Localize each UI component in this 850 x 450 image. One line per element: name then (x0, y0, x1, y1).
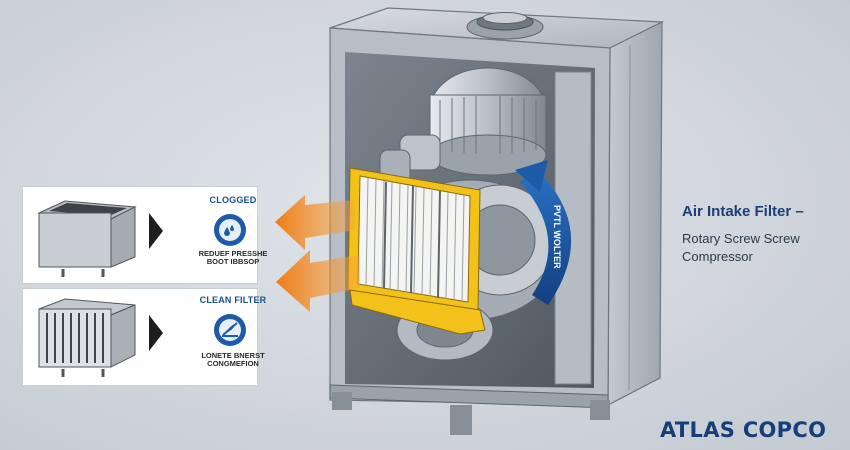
droplets-gauge-icon (214, 214, 246, 246)
clean-filter-panel: CLEAN FILTER LONETE BNERST CONGMEFION (22, 288, 266, 386)
clogged-caption: REDUEF PRESSHE BOOT IBBSOP (198, 249, 268, 266)
air-filter-element (347, 167, 486, 335)
pointer-icon (149, 315, 163, 351)
clogged-filter-graphic (37, 200, 163, 277)
intake-airflow-arrow: PVTL WOLTER (515, 160, 572, 305)
page-subtitle: Rotary Screw Screw Compressor (682, 231, 800, 264)
clean-heading: CLEAN FILTER (199, 295, 267, 305)
pointer-icon (149, 213, 163, 249)
clogged-filter-panel: CLOGGED REDUEF PRESSHE BOOT IBBSOP (22, 186, 267, 284)
clean-filter-graphic (38, 298, 163, 377)
clean-caption: LONETE BNERST CONGMEFION (201, 351, 265, 368)
brand-logo: ATLAS COPCO (660, 418, 827, 442)
leaf-gauge-icon (214, 314, 246, 346)
arrow-label: PVTL WOLTER (552, 205, 562, 269)
title-block: Air Intake Filter – Rotary Screw Screw C… (682, 203, 832, 266)
airflow-arrows-orange (275, 195, 360, 312)
clogged-heading: CLOGGED (209, 195, 257, 205)
motor (429, 67, 547, 176)
housing-side-panel (607, 21, 663, 406)
page-title: Air Intake Filter – (682, 203, 804, 220)
